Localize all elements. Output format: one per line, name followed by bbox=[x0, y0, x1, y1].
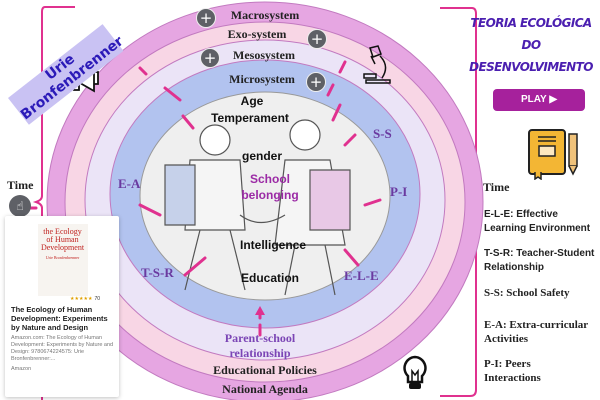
book-pencil-icon bbox=[528, 129, 578, 180]
card-title[interactable]: The Ecology of Human Development: Experi… bbox=[11, 305, 108, 332]
microscope-icon bbox=[363, 45, 391, 84]
legend-text: Interactions bbox=[484, 372, 541, 384]
legend-text: S-S: School Safety bbox=[484, 287, 570, 299]
card-source: Amazon bbox=[11, 366, 32, 372]
expand-mesosystem-button[interactable]: + bbox=[200, 48, 220, 68]
book-cover-image: the Ecology of Human Development Urie Br… bbox=[37, 224, 88, 296]
book-link-card[interactable]: the Ecology of Human Development Urie Br… bbox=[5, 216, 119, 397]
tap-hand-button[interactable]: ☝ bbox=[9, 195, 31, 217]
legend-text: Learning Environment bbox=[484, 223, 591, 234]
legend-text: P-I: Peers bbox=[484, 358, 531, 370]
title-line-3: DESENVOLVIMENTO bbox=[469, 60, 593, 74]
school-belonging-label-1: School bbox=[249, 172, 291, 186]
microsystem-label: Microsystem bbox=[229, 72, 295, 86]
tsr-label: T-S-R bbox=[141, 265, 174, 280]
rating-count: 70 bbox=[94, 296, 100, 302]
ss-label: S-S bbox=[373, 126, 392, 141]
expand-exosystem-button[interactable]: + bbox=[307, 29, 327, 49]
national-agenda-label: National Agenda bbox=[222, 382, 308, 396]
left-bracket bbox=[32, 6, 75, 400]
school-belonging-label-2: belonging bbox=[241, 188, 299, 202]
legend-text: T-S-R: Teacher-Student bbox=[484, 248, 595, 259]
play-button[interactable]: PLAY ▶ bbox=[493, 89, 585, 111]
time-label-left: Time bbox=[7, 178, 34, 192]
educational-policies-label: Educational Policies bbox=[213, 363, 317, 377]
parent-school-label-1: Parent-school bbox=[224, 331, 296, 345]
legend-text: Activities bbox=[484, 333, 528, 345]
parent-school-label-2: relationship bbox=[229, 346, 291, 360]
book-cover-author: Urie Bronfenbrenner bbox=[45, 255, 80, 260]
expand-macrosystem-button[interactable]: + bbox=[196, 8, 216, 28]
expand-microsystem-button[interactable]: + bbox=[306, 72, 326, 92]
rating-stars: ★★★★★70 bbox=[70, 296, 100, 302]
children-illustration bbox=[164, 119, 351, 296]
gender-label: gender bbox=[241, 149, 283, 163]
age-label: Age bbox=[240, 94, 264, 108]
title-line-1: TEORIA ECOLÓGICA bbox=[470, 16, 592, 30]
page-title: TEORIA ECOLÓGICA DO DESENVOLVIMENTO bbox=[462, 12, 600, 78]
pi-label: P-I bbox=[390, 184, 408, 199]
book-cover-title: the Ecology of Human Development bbox=[40, 227, 85, 252]
card-description: Amazon.com: The Ecology of Human Develop… bbox=[11, 335, 114, 362]
lightbulb-icon bbox=[403, 355, 427, 389]
arrow-heads bbox=[255, 306, 265, 315]
education-label: Education bbox=[240, 271, 300, 285]
temperament-label: Temperament bbox=[211, 111, 289, 125]
macrosystem-label: Macrosystem bbox=[230, 8, 300, 22]
legend-text: Relationship bbox=[484, 262, 545, 273]
exosystem-label: Exo-system bbox=[227, 27, 287, 41]
mesosystem-label: Mesosystem bbox=[233, 48, 295, 62]
ele-label: E-L-E bbox=[344, 268, 379, 283]
time-label-right: Time bbox=[483, 180, 510, 194]
legend-text: E-L-E: Effective bbox=[484, 209, 558, 220]
legend-text: E-A: Extra-curricular bbox=[484, 319, 589, 331]
title-line-2: DO bbox=[521, 38, 542, 52]
intelligence-label: Intelligence bbox=[239, 238, 307, 252]
ea-label: E-A bbox=[118, 176, 141, 191]
legend-item-ss: S-S: School Safety bbox=[484, 286, 600, 300]
